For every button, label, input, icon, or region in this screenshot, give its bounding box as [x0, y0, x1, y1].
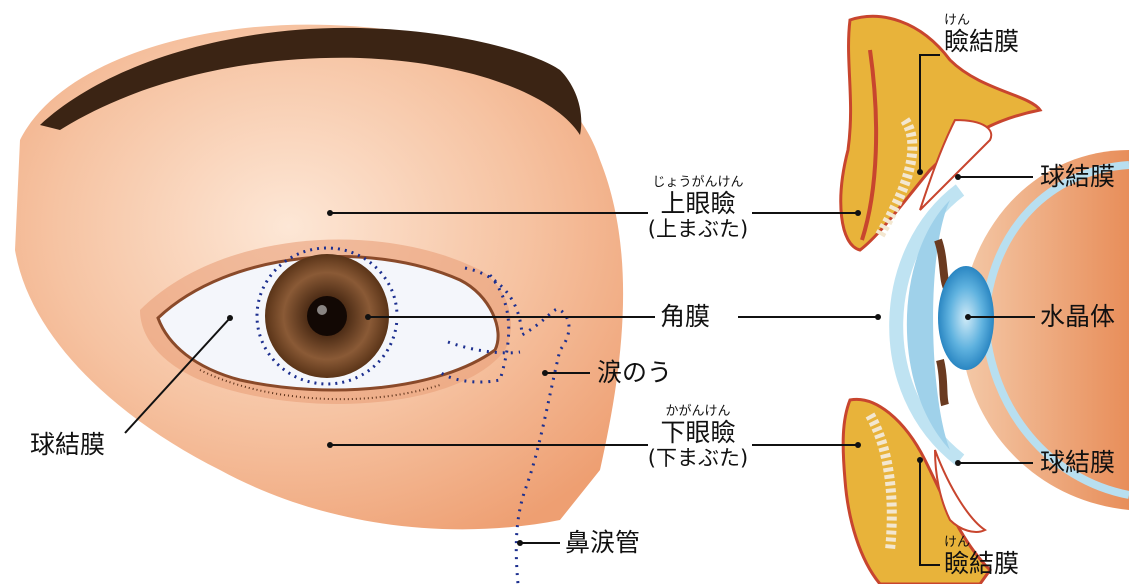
label-bulbar-conjunctiva-top: 球結膜: [1040, 164, 1115, 189]
upper-eyelid-reading: じょうがんけん: [628, 176, 768, 190]
palpebral-top-reading: けん: [944, 14, 1019, 28]
lower-eyelid-text: 下眼瞼: [628, 420, 768, 445]
upper-eyelid-text: 上眼瞼: [628, 191, 768, 216]
label-palpebral-conjunctiva-bottom: けん 瞼結膜: [944, 536, 1019, 576]
label-upper-eyelid: じょうがんけん 上眼瞼 (上まぶた): [628, 176, 768, 240]
palpebral-bottom-reading: けん: [944, 536, 1019, 550]
palpebral-top-text: 瞼結膜: [944, 29, 1019, 54]
label-bulbar-conjunctiva-bottom: 球結膜: [1040, 450, 1115, 475]
label-nasolacrimal-duct: 鼻涙管: [565, 530, 640, 555]
label-cornea: 角膜: [660, 304, 710, 329]
label-bulbar-conjunctiva-left: 球結膜: [30, 432, 105, 457]
label-lacrimal-sac: 涙のう: [597, 360, 672, 385]
label-lens: 水晶体: [1040, 304, 1115, 329]
pupil: [307, 296, 347, 336]
label-palpebral-conjunctiva-top: けん 瞼結膜: [944, 14, 1019, 54]
lower-eyelid-reading: かがんけん: [628, 405, 768, 419]
palpebral-bottom-text: 瞼結膜: [944, 551, 1019, 576]
lower-eyelid-sub: (下まぶた): [628, 448, 768, 469]
upper-eyelid-sub: (上まぶた): [628, 219, 768, 240]
label-lower-eyelid: かがんけん 下眼瞼 (下まぶた): [628, 405, 768, 469]
